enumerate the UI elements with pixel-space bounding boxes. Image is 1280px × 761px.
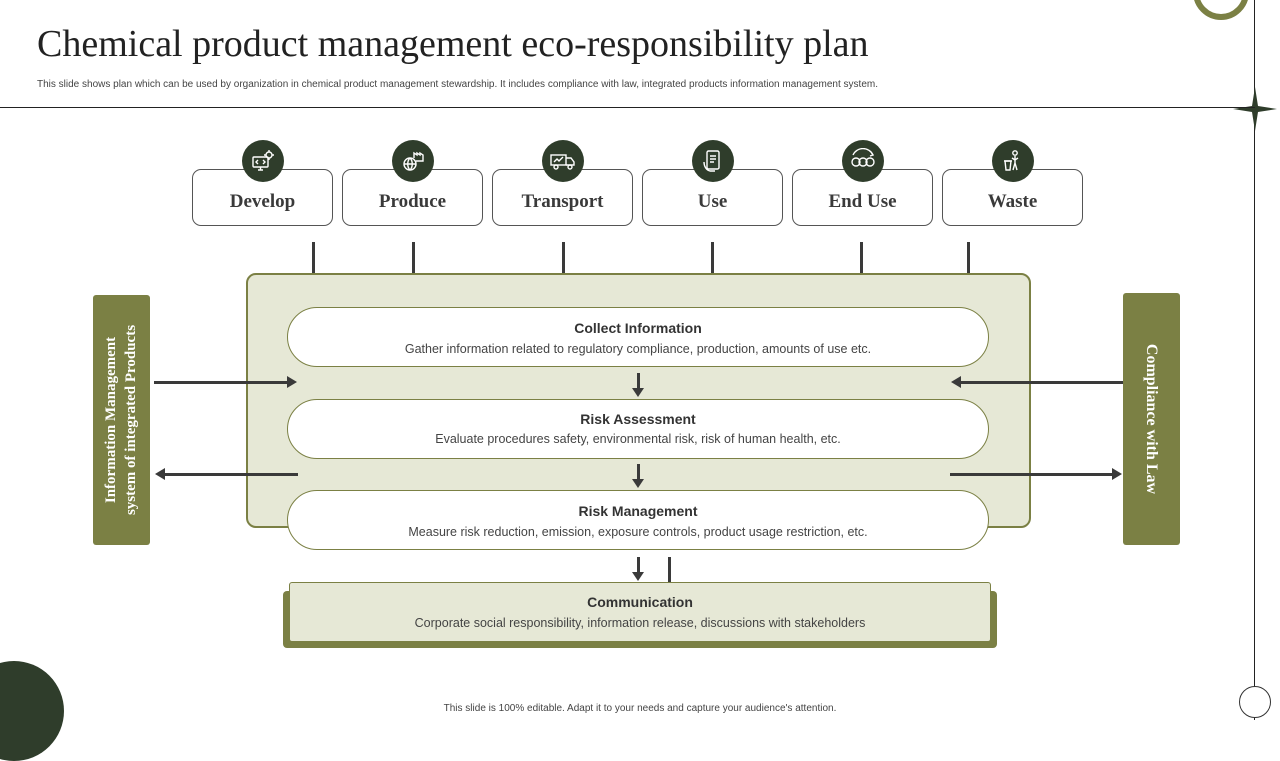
truck-icon xyxy=(542,140,584,182)
communication-title: Communication xyxy=(587,594,693,610)
communication-desc: Corporate social responsibility, informa… xyxy=(414,616,866,630)
connector-line xyxy=(668,557,671,582)
information-management-bar: Information Management system of integra… xyxy=(93,295,150,545)
factory-globe-icon xyxy=(392,140,434,182)
recycle-coins-icon xyxy=(842,140,884,182)
arrow-right-bar-to-panel xyxy=(951,376,1123,388)
risk-assessment-title: Risk Assessment xyxy=(580,411,696,427)
decorative-ring-top xyxy=(1193,0,1249,20)
gear-monitor-icon xyxy=(242,140,284,182)
information-management-line2: system of integrated Products xyxy=(123,324,140,516)
communication-box: Communication Corporate social responsib… xyxy=(289,582,991,642)
four-point-star-icon xyxy=(1233,87,1277,136)
risk-management-desc: Measure risk reduction, emission, exposu… xyxy=(408,525,868,539)
compliance-with-law-bar: Compliance with Law xyxy=(1123,293,1180,545)
risk-assessment-desc: Evaluate procedures safety, environmenta… xyxy=(435,432,841,446)
collect-information-box: Collect Information Gather information r… xyxy=(287,307,989,367)
decorative-ring-bottom xyxy=(1239,686,1271,718)
arrow-collect-to-assessment xyxy=(632,373,644,397)
page-title: Chemical product management eco-responsi… xyxy=(37,23,869,65)
risk-management-box: Risk Management Measure risk reduction, … xyxy=(287,490,989,550)
right-divider xyxy=(1254,0,1255,720)
risk-assessment-box: Risk Assessment Evaluate procedures safe… xyxy=(287,399,989,459)
information-management-line1: Information Management xyxy=(103,336,120,504)
arrow-management-to-communication xyxy=(632,557,644,581)
collect-information-desc: Gather information related to regulatory… xyxy=(404,342,872,356)
tablet-hand-icon xyxy=(692,140,734,182)
arrow-left-bar-to-panel xyxy=(154,376,297,388)
risk-management-title: Risk Management xyxy=(578,503,698,519)
arrow-panel-to-right-bar xyxy=(950,468,1122,480)
collect-information-title: Collect Information xyxy=(574,320,702,336)
arrow-panel-to-left-bar xyxy=(155,468,298,480)
header-divider xyxy=(0,107,1255,108)
compliance-with-law-label: Compliance with Law xyxy=(1143,343,1161,495)
arrow-assessment-to-management xyxy=(632,464,644,488)
footer-note: This slide is 100% editable. Adapt it to… xyxy=(443,703,837,714)
person-trash-icon xyxy=(992,140,1034,182)
page-subtitle: This slide shows plan which can be used … xyxy=(37,79,878,90)
